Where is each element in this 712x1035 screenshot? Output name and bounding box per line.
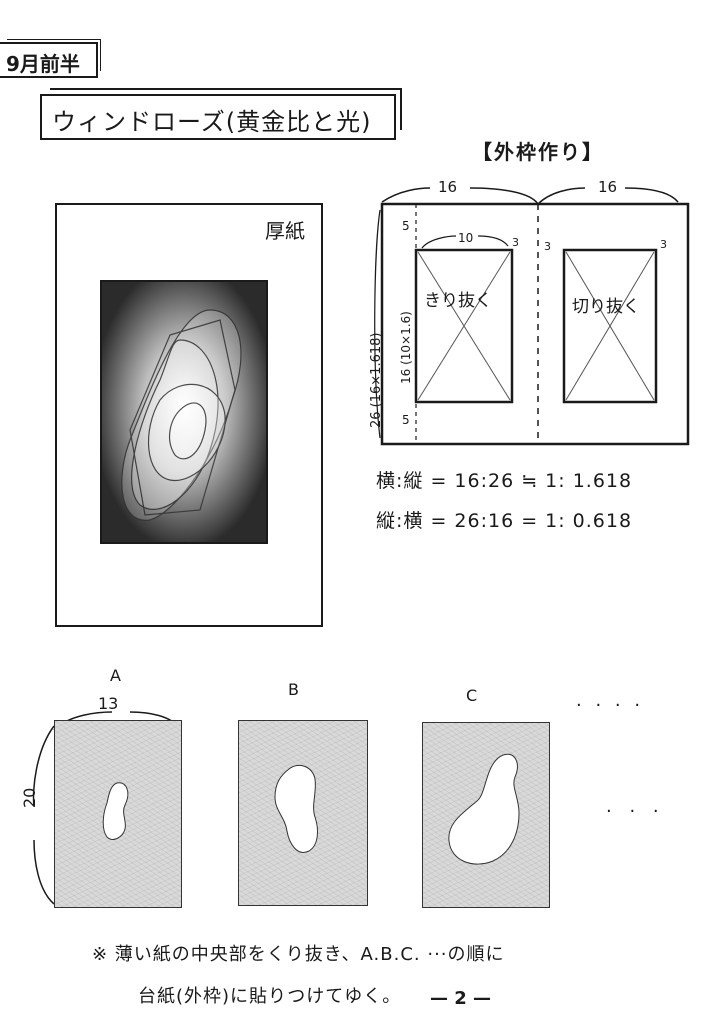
- sheet-label-a: A: [110, 666, 121, 685]
- left-window-label: きり抜く: [424, 291, 492, 311]
- margin-bottom-label: 5: [402, 413, 410, 427]
- title-box: ウィンドローズ(黄金比と光): [40, 94, 396, 140]
- inner-height-label: 16 (10×1.6): [399, 311, 413, 384]
- sheet-c: [422, 722, 550, 908]
- sheet-b-cutout: [274, 764, 318, 853]
- sheet-height-label: 20: [20, 787, 39, 808]
- page-number: — 2 —: [430, 988, 492, 1009]
- sheet-width-label: 13: [98, 694, 119, 713]
- window-rose-drawing: [100, 280, 268, 544]
- sheet-height-arc: [32, 725, 55, 905]
- board-label: 厚紙: [265, 219, 305, 243]
- width-right-label: 16: [598, 178, 617, 196]
- sheet-label-c: C: [466, 686, 478, 705]
- footer-note-1: ※ 薄い紙の中央部をくり抜き、A.B.C. ···の順に: [92, 944, 505, 965]
- sheet-a-cutout: [102, 782, 129, 840]
- date-tag-text: 9月前半: [6, 52, 80, 76]
- total-height-label: 26 (16×1.618): [369, 333, 384, 428]
- right-window: [562, 248, 658, 404]
- inner-width-label: 10: [458, 231, 473, 245]
- footer-note-2: 台紙(外枠)に貼りつけてゆく。: [138, 986, 402, 1007]
- margin-side-label: 3: [544, 240, 551, 253]
- ratio-line-2: 縦:横 = 26:16 = 1: 0.618: [376, 510, 633, 532]
- width-left-label: 16: [438, 178, 457, 196]
- ellipsis-top: . . . .: [576, 690, 645, 711]
- sheet-a: [54, 720, 182, 908]
- ellipsis-mid: . . .: [606, 796, 665, 817]
- sheet-b: [238, 720, 368, 906]
- margin-side-label: 3: [660, 238, 667, 251]
- ratio-line-1: 横:縦 = 16:26 ≒ 1: 1.618: [376, 470, 633, 492]
- frame-diagram: 16 16 きり抜く 切り抜く 10 3 3 3 5 5 16 (10×1.6)…: [369, 178, 690, 446]
- margin-top-label: 5: [402, 219, 410, 233]
- outer-frame: [380, 202, 690, 446]
- right-window-label: 切り抜く: [572, 297, 640, 317]
- sheet-c-cutout: [448, 753, 520, 865]
- sheet-label-b: B: [288, 680, 299, 699]
- left-window: [414, 248, 514, 404]
- date-tag: 9月前半: [0, 42, 98, 78]
- page-title: ウィンドローズ(黄金比と光): [52, 108, 372, 136]
- diagram-title: 【外枠作り】: [472, 140, 604, 164]
- margin-side-label: 3: [512, 236, 519, 249]
